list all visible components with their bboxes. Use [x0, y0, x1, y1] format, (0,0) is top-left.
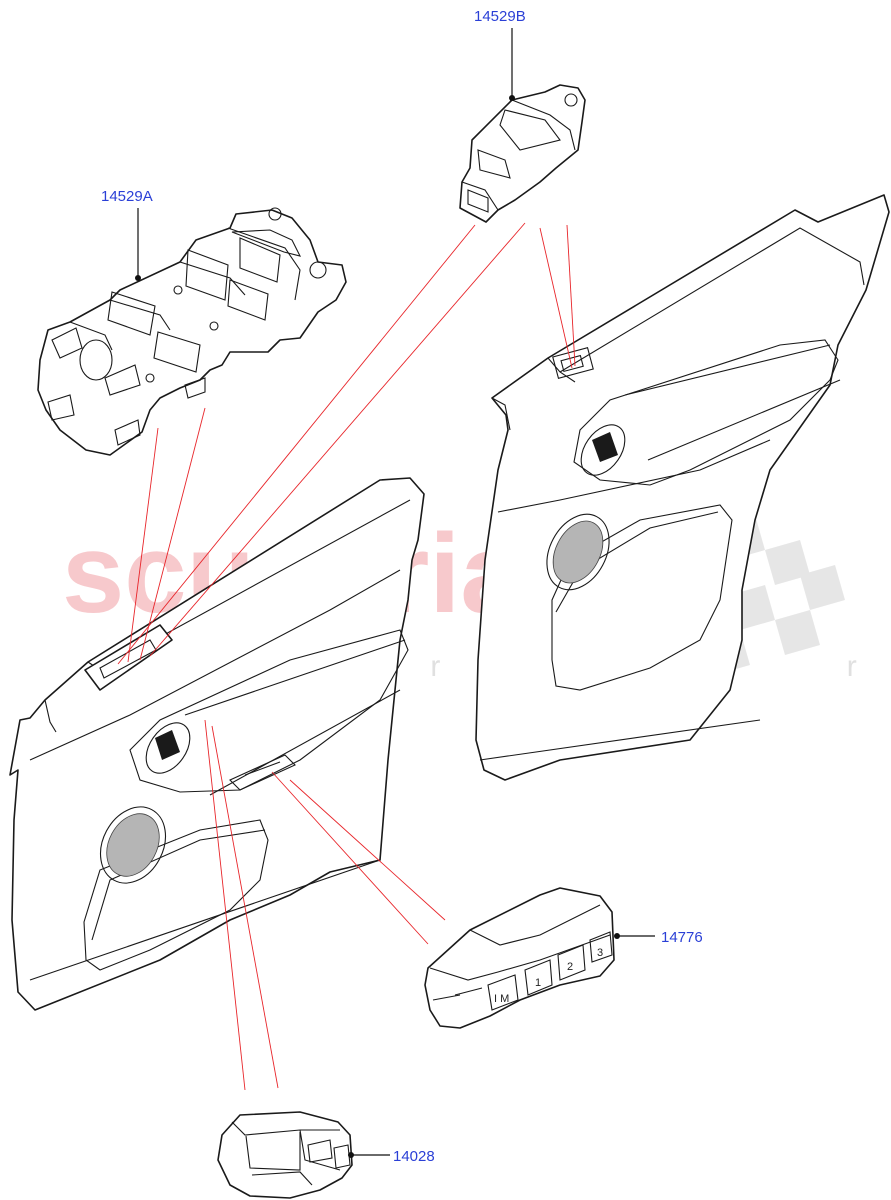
- memory-button-1: 1: [535, 977, 541, 989]
- part-label-14028: 14028: [393, 1148, 435, 1165]
- memory-seat-switch: I M 1 2 3: [424, 887, 615, 1029]
- leader-lines: [117, 222, 576, 1091]
- memory-button-3: 3: [597, 947, 603, 959]
- callout-dot: [614, 933, 620, 939]
- rear-door-panel: [475, 194, 890, 781]
- callout-dot: [348, 1152, 354, 1158]
- part-label-14529b: 14529B: [474, 8, 526, 25]
- window-switch-pack: [37, 207, 347, 456]
- part-label-14529a: 14529A: [101, 188, 153, 205]
- callout-leaders: [135, 28, 655, 1158]
- memory-button-im: I M: [494, 993, 509, 1005]
- callout-dot: [135, 275, 141, 281]
- small-switch: [217, 1111, 353, 1199]
- memory-button-2: 2: [567, 961, 573, 973]
- front-door-panel: [9, 477, 425, 1011]
- part-label-14776: 14776: [661, 929, 703, 946]
- single-window-switch: [459, 84, 586, 223]
- callout-dot: [509, 95, 515, 101]
